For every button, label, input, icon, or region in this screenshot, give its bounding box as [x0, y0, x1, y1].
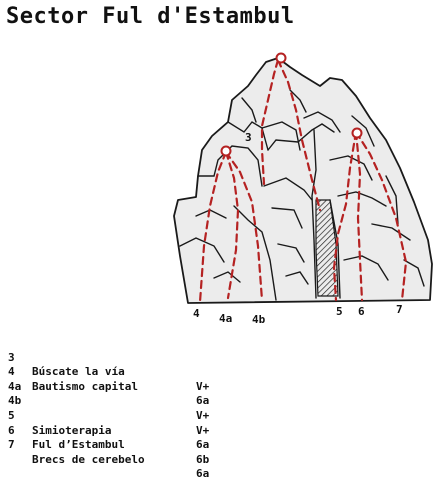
route-label-4a: 4a [219, 312, 232, 325]
legend-row: 4b V+ [8, 380, 209, 436]
route-label-3: 3 [245, 131, 252, 144]
route-label-5: 5 [336, 305, 343, 318]
route-line-3 [260, 58, 280, 186]
route-name: Brecs de cerebelo [32, 452, 145, 466]
route-line-6 [354, 130, 364, 302]
legend-row: 5 Simioterapia 6a [8, 394, 209, 451]
route-number: 4a [8, 379, 22, 393]
route-lines [198, 58, 408, 304]
route-label-4: 4 [193, 307, 200, 320]
route-number: 7 [8, 438, 15, 452]
route-legend: 3 Búscate la vía V+ 4 Bautismo capital 6… [8, 336, 209, 481]
rock-detail-lines [179, 89, 425, 301]
route-line-7 [354, 130, 408, 302]
route-grade: V+ [196, 423, 210, 437]
route-number: 6 [8, 423, 15, 437]
route-line-4b [224, 150, 264, 302]
hatched-crack [315, 199, 339, 297]
route-line-5 [332, 130, 358, 302]
route-grade: 6b [196, 452, 210, 466]
route-label-4b: 4b [252, 313, 266, 326]
route-name: Ful d’Estambul [32, 438, 125, 452]
rock-topo-diagram: 3 4 4a 4b 5 6 7 [173, 52, 433, 326]
anchor-icon [220, 145, 232, 157]
legend-row: 4 Bautismo capital 6a [8, 351, 209, 407]
route-label-7: 7 [396, 303, 403, 316]
legend-row: 3 Búscate la vía V+ [8, 336, 209, 393]
route-name: Simioterapia [32, 423, 112, 437]
route-number: 4 [8, 365, 15, 379]
route-number: 3 [8, 350, 15, 364]
route-name: Bautismo capital [32, 379, 138, 393]
route-grade: V+ [196, 379, 210, 393]
route-number: 4b [8, 394, 22, 408]
route-grade: 6a [196, 467, 210, 481]
anchor-icon [275, 52, 287, 64]
page-title: Sector Ful d'Estambul [6, 4, 295, 29]
route-line-4 [198, 150, 228, 304]
legend-row: 4a V+ [8, 365, 209, 422]
route-grade: V+ [196, 408, 210, 422]
route-grade: 6a [196, 394, 210, 408]
legend-row: 7 Brecs de cerebelo 6a [8, 424, 209, 480]
route-line-4a [224, 150, 240, 300]
rock-outline [173, 57, 433, 304]
route-number: 5 [8, 408, 15, 422]
anchor-icon [351, 127, 363, 139]
route-name: Búscate la vía [32, 365, 125, 379]
route-grade: 6a [196, 438, 210, 452]
legend-row: 6 Ful d’Estambul 6b [8, 409, 209, 466]
route-label-6: 6 [358, 305, 365, 318]
